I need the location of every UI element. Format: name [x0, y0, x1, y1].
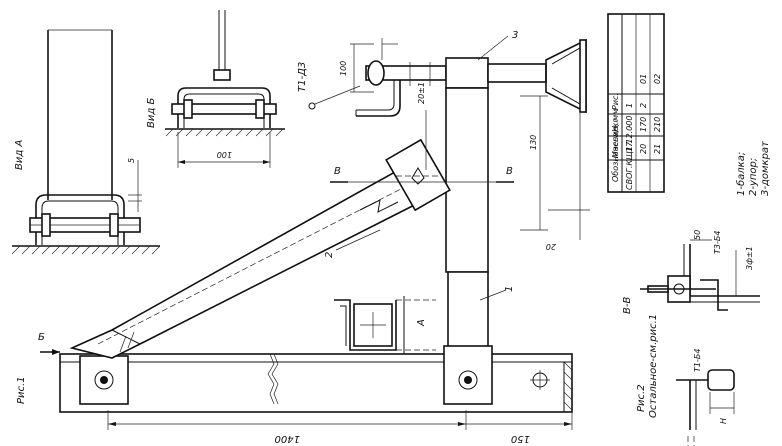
arrow-a-label: А: [416, 319, 427, 327]
section-vv-label: В-В: [622, 297, 633, 314]
legend-item-3: 3-домкрат: [760, 140, 771, 196]
t1-dz-label: Т1-Д3: [297, 62, 308, 92]
t1-b4-label: Т1-Б4: [693, 349, 702, 372]
view-b: [165, 10, 285, 168]
legend: 1-балка; 2-упор; 3-домкрат: [735, 140, 771, 196]
cut-v-right: В: [506, 166, 513, 177]
dim-50: 50: [693, 230, 702, 240]
dim-1400: 1400: [275, 433, 300, 444]
spec-row2-mass: 20: [639, 144, 648, 154]
dim-5: 5: [127, 158, 136, 163]
view-a-label: Вид А: [14, 140, 25, 170]
fig2-label: Рис.2: [636, 384, 647, 412]
spec-header-fig: Рис.: [611, 93, 620, 110]
main-frame: [40, 87, 590, 430]
spec-row3-h: 210: [653, 117, 662, 132]
jack-assembly: [308, 38, 587, 117]
part-3-label: 3: [512, 30, 518, 41]
spec-row1-h: –: [625, 124, 634, 128]
dim-150: 150: [511, 433, 530, 444]
spec-header-designation: Обозначение: [611, 126, 620, 182]
spec-row1-mass: 17: [625, 141, 634, 152]
view-b-label: Вид Б: [146, 98, 157, 128]
fig2-detail: [676, 369, 735, 446]
dim-h: Н: [719, 418, 728, 424]
cut-v-left: В: [334, 166, 341, 177]
spec-row3-mass: 21: [653, 144, 662, 154]
spec-row1-designation: СВОГ.КЩ1.12.000: [625, 116, 634, 190]
view-a: [11, 29, 161, 255]
spec-row2-fig: 2: [639, 103, 648, 108]
legend-item-1: 1-балка;: [735, 152, 747, 196]
spec-row1-fig: 1: [625, 103, 634, 108]
legend-item-2: 2-упор;: [748, 158, 759, 196]
dim-130: 130: [529, 135, 538, 150]
dim-20-1: 20±1: [417, 82, 426, 104]
fig1-label: Рис.1: [16, 376, 27, 404]
dim-3: 3ф±1: [745, 246, 754, 270]
spec-row3-suffix: 02: [653, 74, 662, 84]
dim-100-top: 100: [339, 61, 348, 76]
spec-header-h: Н, мм: [611, 109, 620, 132]
spec-row2-h: 170: [639, 117, 648, 132]
spec-header-mass: Масса, кг: [611, 118, 620, 158]
section-vv: [640, 239, 760, 311]
arrow-b-label: Б: [38, 332, 45, 343]
dim-20: 20: [546, 242, 556, 251]
fig2-note: Остальное-см.рис.1: [648, 314, 659, 418]
spec-row2-suffix: 01: [639, 74, 648, 84]
spec-table: [607, 13, 665, 193]
part-2-label: 2: [324, 252, 335, 258]
t3-b4-label: Т3-Б4: [713, 231, 722, 254]
part-1-label: 1: [504, 286, 515, 292]
dim-100-viewb: 100: [217, 150, 232, 159]
